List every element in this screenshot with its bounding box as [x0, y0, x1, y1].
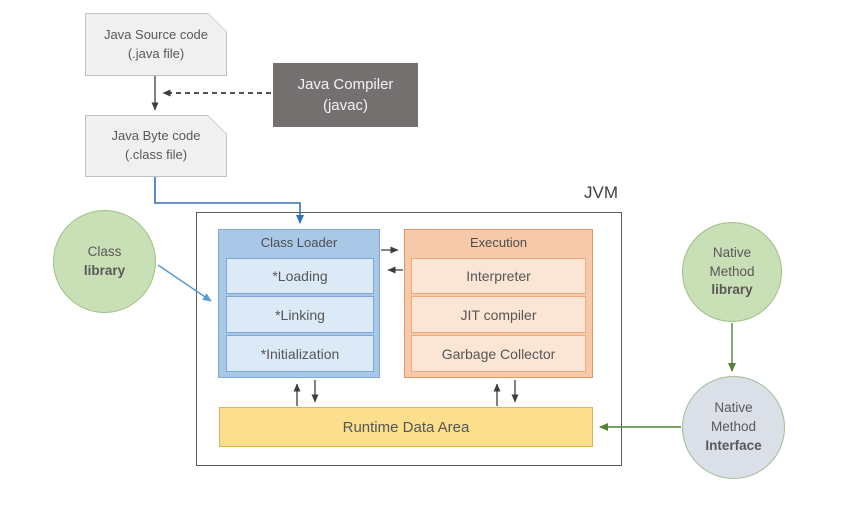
jvm-label: JVM [584, 183, 618, 202]
execution-item-jit-compiler: JIT compiler [411, 296, 586, 333]
java-compiler-node: Java Compiler (javac) [273, 63, 418, 127]
class-loader-title: Class Loader [260, 235, 338, 250]
class-library-node: Class library [53, 210, 156, 313]
java-source-node-fill [86, 14, 226, 75]
native-method-interface-node: Native Method Interface [682, 376, 785, 479]
native-method-library-node: Native Method library [682, 222, 782, 322]
native-library-line1: Native [712, 244, 752, 260]
native-library-line2: Method [709, 263, 755, 279]
java-source-line2: (.java file) [127, 45, 185, 61]
class-loader-box: Class Loader *Loading *Linking *Initiali… [218, 229, 380, 378]
java-bytecode-node: Java Byte code (.class file) [85, 115, 227, 177]
class-library-line2: library [83, 262, 126, 278]
class-loader-item-linking: *Linking [226, 296, 374, 333]
native-interface-line3: Interface [705, 437, 762, 453]
java-bytecode-line2: (.class file) [124, 147, 188, 162]
java-compiler-line2: (javac) [322, 97, 368, 114]
java-bytecode-node-fill [86, 116, 226, 176]
runtime-data-area-box: Runtime Data Area [219, 407, 593, 447]
java-source-line1: Java Source code [103, 26, 209, 42]
java-bytecode-node-label: Java Byte code (.class file) [85, 115, 227, 177]
java-bytecode-line1: Java Byte code [111, 128, 201, 144]
java-source-node-label: Java Source code (.java file) [85, 13, 227, 76]
java-source-node: Java Source code (.java file) [85, 13, 227, 76]
class-loader-item-loading: *Loading [226, 258, 374, 294]
native-library-line3: library [711, 282, 753, 298]
class-library-line1: Class [87, 243, 122, 259]
java-compiler-line1: Java Compiler [297, 76, 394, 93]
execution-item-garbage-collector: Garbage Collector [411, 335, 586, 372]
native-interface-line1: Native [714, 400, 753, 416]
execution-title: Execution [469, 235, 528, 250]
native-interface-line2: Method [710, 419, 757, 435]
execution-item-interpreter: Interpreter [411, 258, 586, 294]
execution-box: Execution Interpreter JIT compiler Garba… [404, 229, 593, 378]
class-loader-item-initialization: *Initialization [226, 335, 374, 372]
